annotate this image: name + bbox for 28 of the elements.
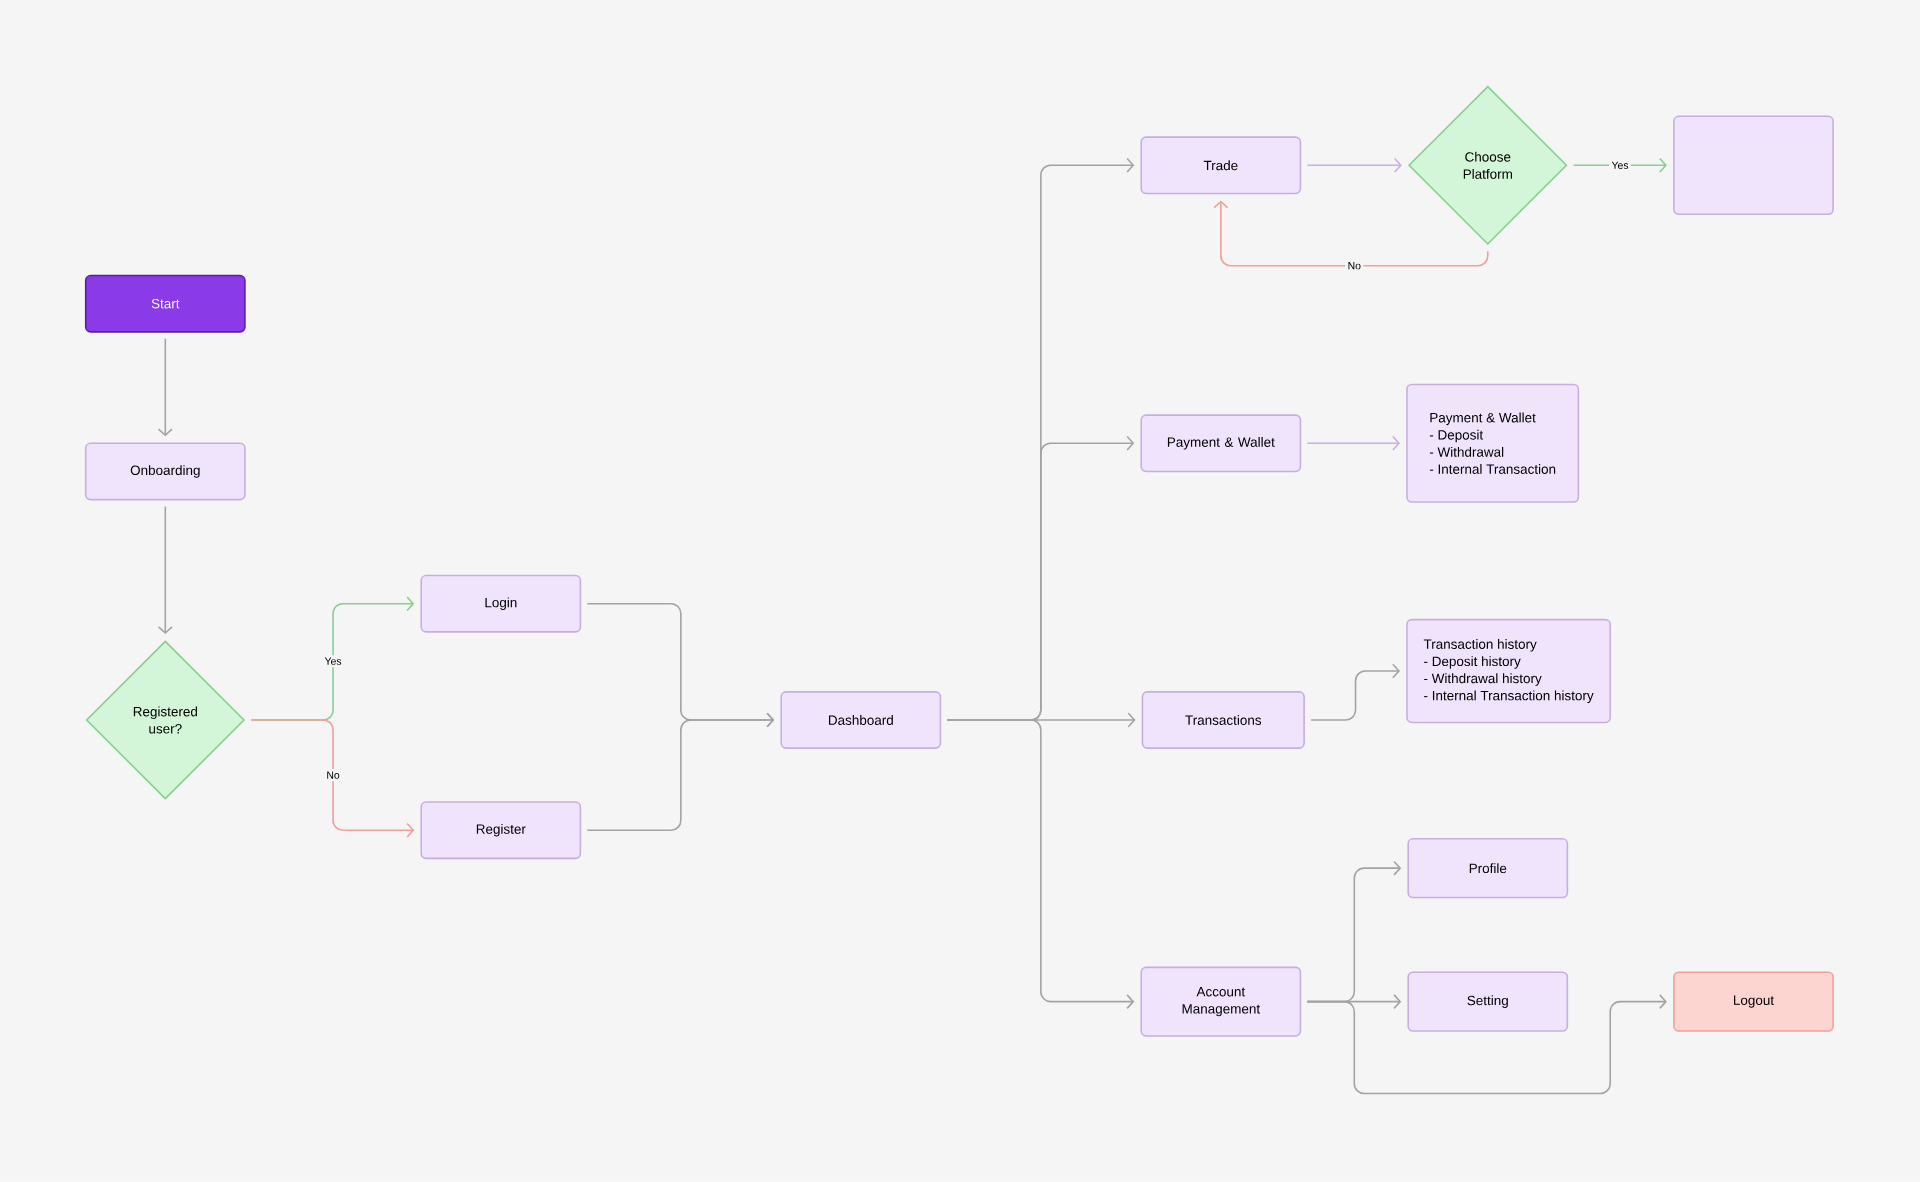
edge-label: Yes [322,655,344,668]
process-box: Dashboard [780,691,942,750]
process-box: Onboarding [84,442,246,501]
process-box: Trade [1140,136,1302,195]
logout-box: Logout [1673,971,1834,1032]
arrow [1572,157,1667,174]
list-box: Payment & Wallet - Deposit - Withdrawal - Internal Transaction [1406,383,1580,504]
arrow [250,719,415,838]
start-box: Start [84,274,246,333]
process-box: Register [420,801,582,860]
process-box: Profile [1407,838,1569,899]
process-box: Login [420,574,582,633]
edge-label: Yes [1609,159,1631,172]
process-box: Account Management [1140,966,1302,1037]
arrow [157,338,173,437]
list-box: Transaction history - Deposit history - Withdrawal history - Internal Transaction history [1406,619,1612,724]
arrow [586,712,775,832]
arrow [1306,157,1402,174]
arrow [157,505,173,635]
list-box [1673,115,1834,216]
arrow [1213,200,1489,267]
arrow [1310,663,1401,721]
arrow [1306,435,1401,451]
arrow [946,719,1135,1010]
arrow [1306,994,1667,1095]
process-box: Transactions [1141,691,1305,750]
process-box: Setting [1407,971,1569,1032]
process-box: Payment & Wallet [1140,414,1302,473]
